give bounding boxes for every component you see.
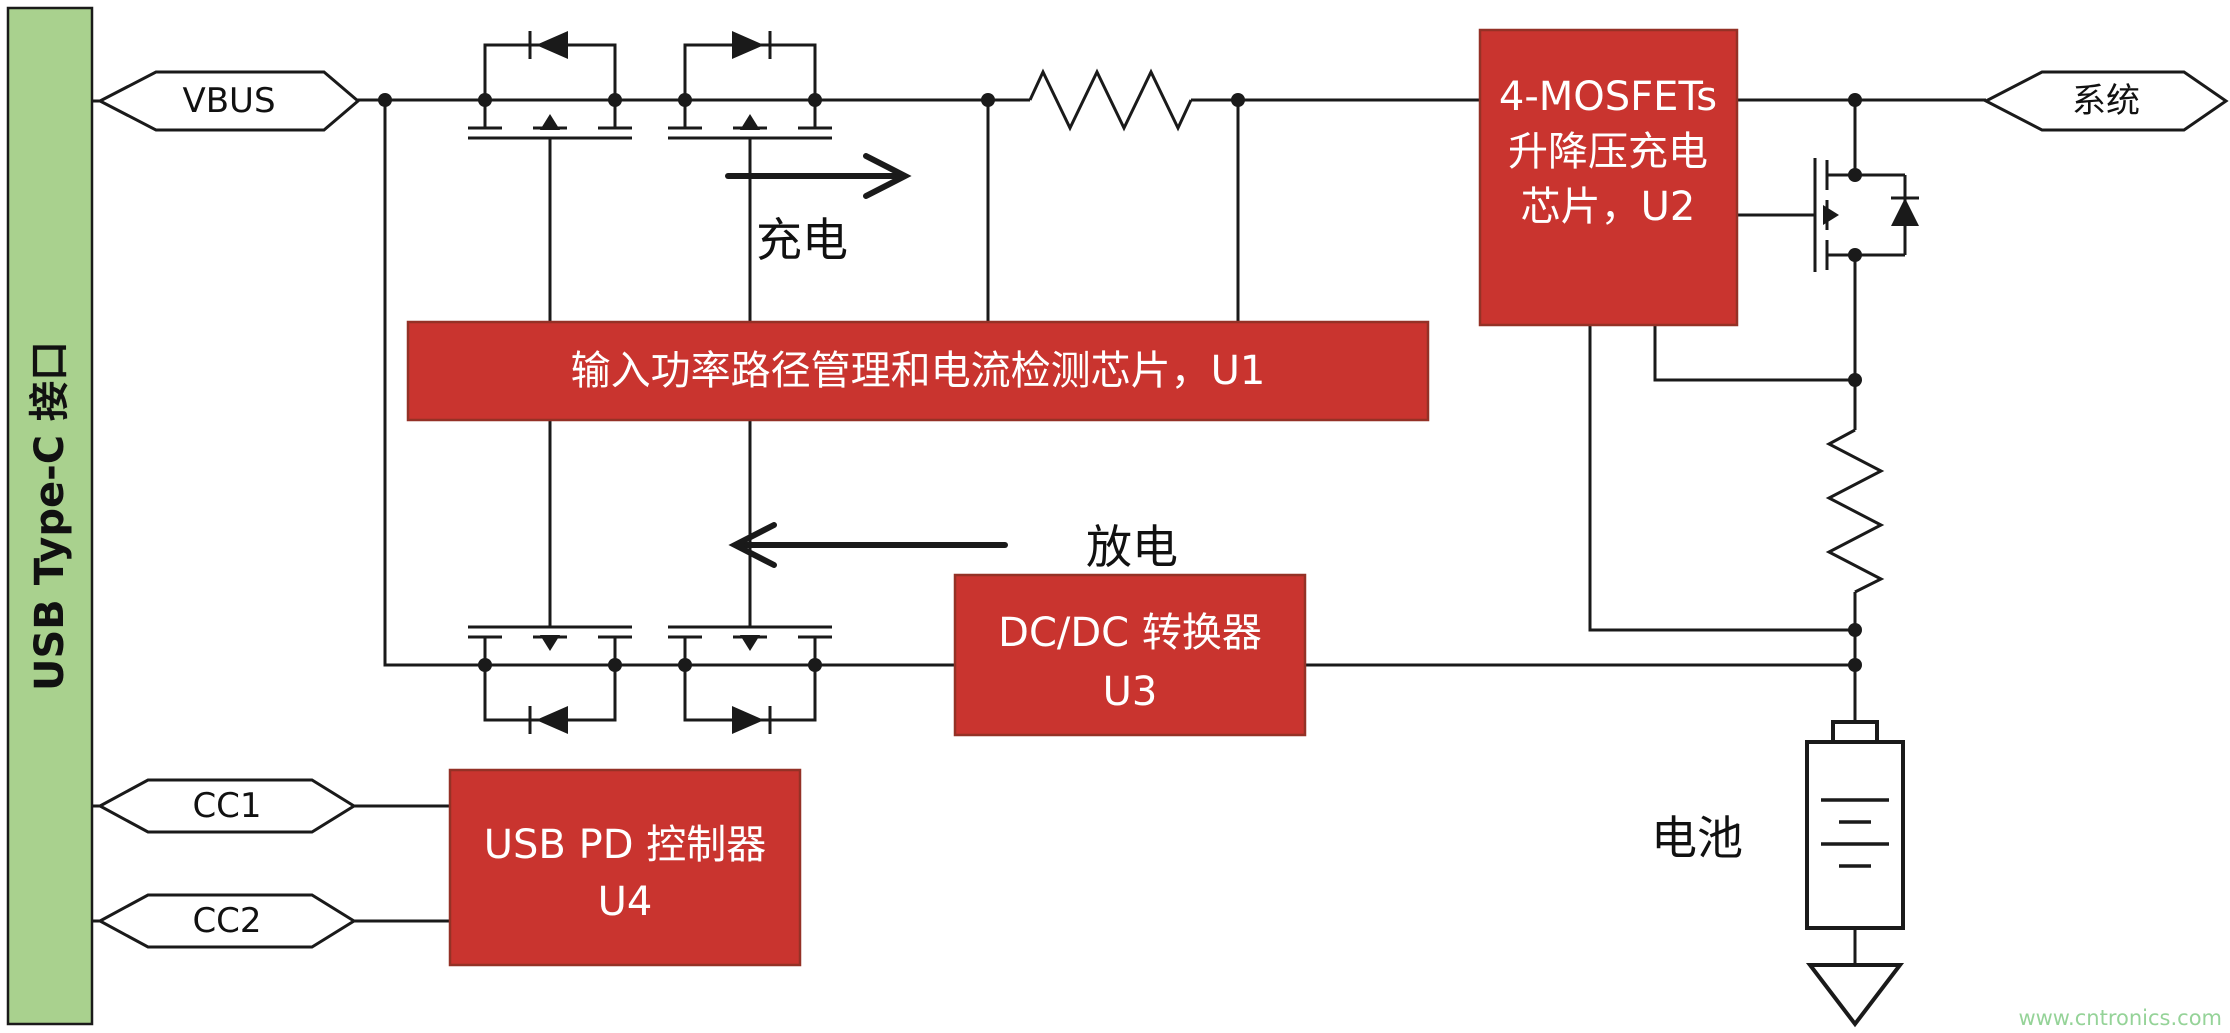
block-u3-line1: DC/DC 转换器 <box>998 610 1262 656</box>
cc2-tag: CC2 <box>96 893 357 949</box>
charge-arrow <box>725 153 912 199</box>
battery-label: 电池 <box>1651 811 1743 865</box>
feedback-resistor <box>1825 428 1885 594</box>
ground-symbol <box>1805 963 1905 1028</box>
vbus-tag-label: VBUS <box>182 81 275 121</box>
system-tag: 系统 <box>1982 70 2229 132</box>
mosfet-battery-switch <box>1813 158 1919 272</box>
discharge-label: 放电 <box>1086 520 1178 574</box>
block-u1-label: 输入功率路径管理和电流检测芯片，U1 <box>571 348 1266 394</box>
block-u3: DC/DC 转换器 U3 <box>953 573 1307 737</box>
cc2-tag-label: CC2 <box>192 901 261 941</box>
block-u2: 4-MOSFETs 升降压充电 芯片，U2 <box>1478 28 1739 327</box>
charge-label: 充电 <box>756 213 848 267</box>
system-tag-label: 系统 <box>2072 81 2140 121</box>
usb-typec-connector-label: USB Type-C 接口 <box>27 341 73 691</box>
junction-dots <box>378 93 1862 672</box>
usb-typec-connector: USB Type-C 接口 <box>6 6 94 1026</box>
current-sense-resistor <box>1028 68 1193 132</box>
block-u4: USB PD 控制器 U4 <box>448 768 802 967</box>
discharge-arrow <box>728 522 1008 568</box>
cc1-tag: CC1 <box>96 778 357 834</box>
block-u4-line2: U4 <box>598 879 653 925</box>
vbus-tag: VBUS <box>96 70 361 132</box>
block-u2-line3: 芯片，U2 <box>1521 184 1696 230</box>
watermark: www.cntronics.com <box>2018 1006 2222 1030</box>
battery-symbol <box>1805 720 1905 930</box>
block-u2-line2: 升降压充电 <box>1508 129 1708 175</box>
mosfet-m2 <box>668 31 832 140</box>
mosfet-m4 <box>668 625 832 734</box>
block-u1: 输入功率路径管理和电流检测芯片，U1 <box>406 320 1430 422</box>
cc1-tag-label: CC1 <box>192 786 261 826</box>
mosfet-m3 <box>468 625 632 734</box>
block-u3-line2: U3 <box>1103 669 1158 715</box>
block-u2-line1: 4-MOSFETs <box>1499 74 1717 120</box>
block-u4-line1: USB PD 控制器 <box>484 822 766 868</box>
mosfet-m1 <box>468 31 632 140</box>
